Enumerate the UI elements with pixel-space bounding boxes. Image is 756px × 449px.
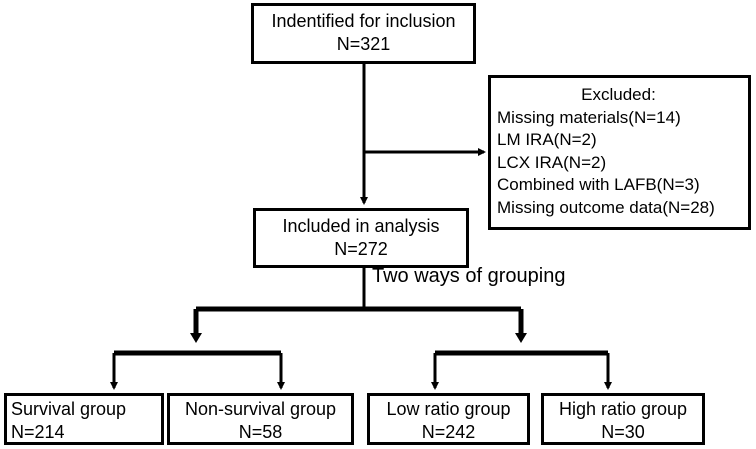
identified-count: N=321 xyxy=(336,34,391,54)
group-box-high-ratio: High ratio group N=30 xyxy=(541,393,705,445)
included-box: Included in analysis N=272 xyxy=(253,208,469,268)
group-box-non-survival: Non-survival group N=58 xyxy=(167,393,354,445)
excluded-item: Combined with LAFB(N=3) xyxy=(497,175,700,195)
group-title: Non-survival group xyxy=(184,399,337,419)
identified-title: Indentified for inclusion xyxy=(271,11,456,31)
group-title: Low ratio group xyxy=(386,399,511,419)
included-title: Included in analysis xyxy=(282,216,440,236)
group-title: Survival group xyxy=(11,399,127,419)
group-title: High ratio group xyxy=(558,399,688,419)
excluded-item: LCX IRA(N=2) xyxy=(497,152,607,172)
arrowhead-left-branch xyxy=(190,333,202,343)
arrowhead-right-branch xyxy=(515,333,527,343)
group-box-survival: Survival group N=214 xyxy=(4,393,164,445)
group-count: N=58 xyxy=(238,422,283,442)
group-count: N=30 xyxy=(601,422,645,442)
excluded-item: Missing materials(N=14) xyxy=(497,107,681,127)
group-count: N=242 xyxy=(421,422,476,442)
excluded-title: Excluded: xyxy=(581,85,656,104)
group-count: N=214 xyxy=(11,422,65,442)
excluded-box: Excluded: Missing materials(N=14) LM IRA… xyxy=(488,75,751,230)
included-count: N=272 xyxy=(334,239,388,259)
excluded-item: Missing outcome data(N=28) xyxy=(497,197,715,217)
excluded-item: LM IRA(N=2) xyxy=(497,130,597,150)
grouping-label: Two ways of grouping xyxy=(372,265,566,287)
group-box-low-ratio: Low ratio group N=242 xyxy=(367,393,530,445)
identified-box: Indentified for inclusion N=321 xyxy=(251,3,476,64)
